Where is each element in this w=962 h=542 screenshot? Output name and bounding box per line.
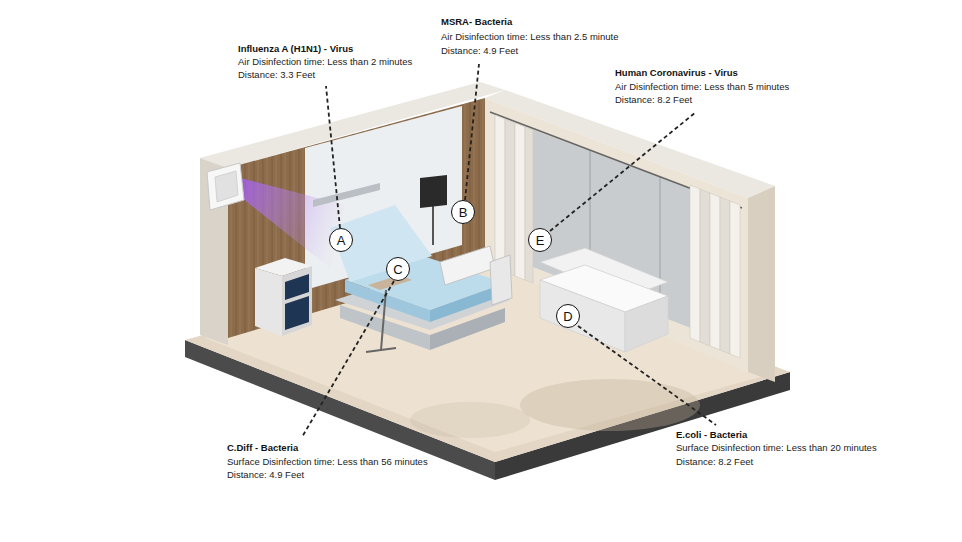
callout-detail: Air Disinfection time: Less than 5 minut…: [615, 81, 789, 93]
callout-letter: B: [459, 206, 468, 219]
callout-letter: D: [563, 310, 572, 323]
callout-heading: MSRA- Bacteria: [441, 16, 512, 28]
callout-circle: B: [451, 200, 475, 224]
callout-circle: C: [386, 257, 410, 281]
callout-letter: E: [536, 234, 545, 247]
callout-letter: A: [337, 234, 346, 247]
callout-circle: A: [329, 228, 353, 252]
callout-detail: Distance: 8.2 Feet: [615, 94, 692, 106]
callout-detail: Distance: 4.9 Feet: [441, 45, 518, 57]
callout-heading: Influenza A (H1N1) - Virus: [238, 43, 353, 55]
callout-detail: Distance: 4.9 Feet: [227, 469, 304, 481]
callout-heading: C.Diff - Bacteria: [227, 442, 298, 454]
callout-detail: Distance: 8.2 Feet: [676, 456, 753, 468]
callout-circle: D: [556, 304, 580, 328]
callout-letter: C: [393, 263, 402, 276]
callout-heading: E.coli - Bacteria: [676, 429, 747, 441]
callout-detail: Distance: 3.3 Feet: [238, 69, 315, 81]
callout-detail: Air Disinfection time: Less than 2.5 min…: [441, 31, 618, 43]
callout-detail: Surface Disinfection time: Less than 56 …: [227, 456, 428, 468]
callout-detail: Surface Disinfection time: Less than 20 …: [676, 442, 877, 454]
callout-circle: E: [528, 228, 552, 252]
callout-heading: Human Coronavirus - Virus: [615, 67, 738, 79]
callout-detail: Air Disinfection time: Less than 2 minut…: [238, 56, 412, 68]
